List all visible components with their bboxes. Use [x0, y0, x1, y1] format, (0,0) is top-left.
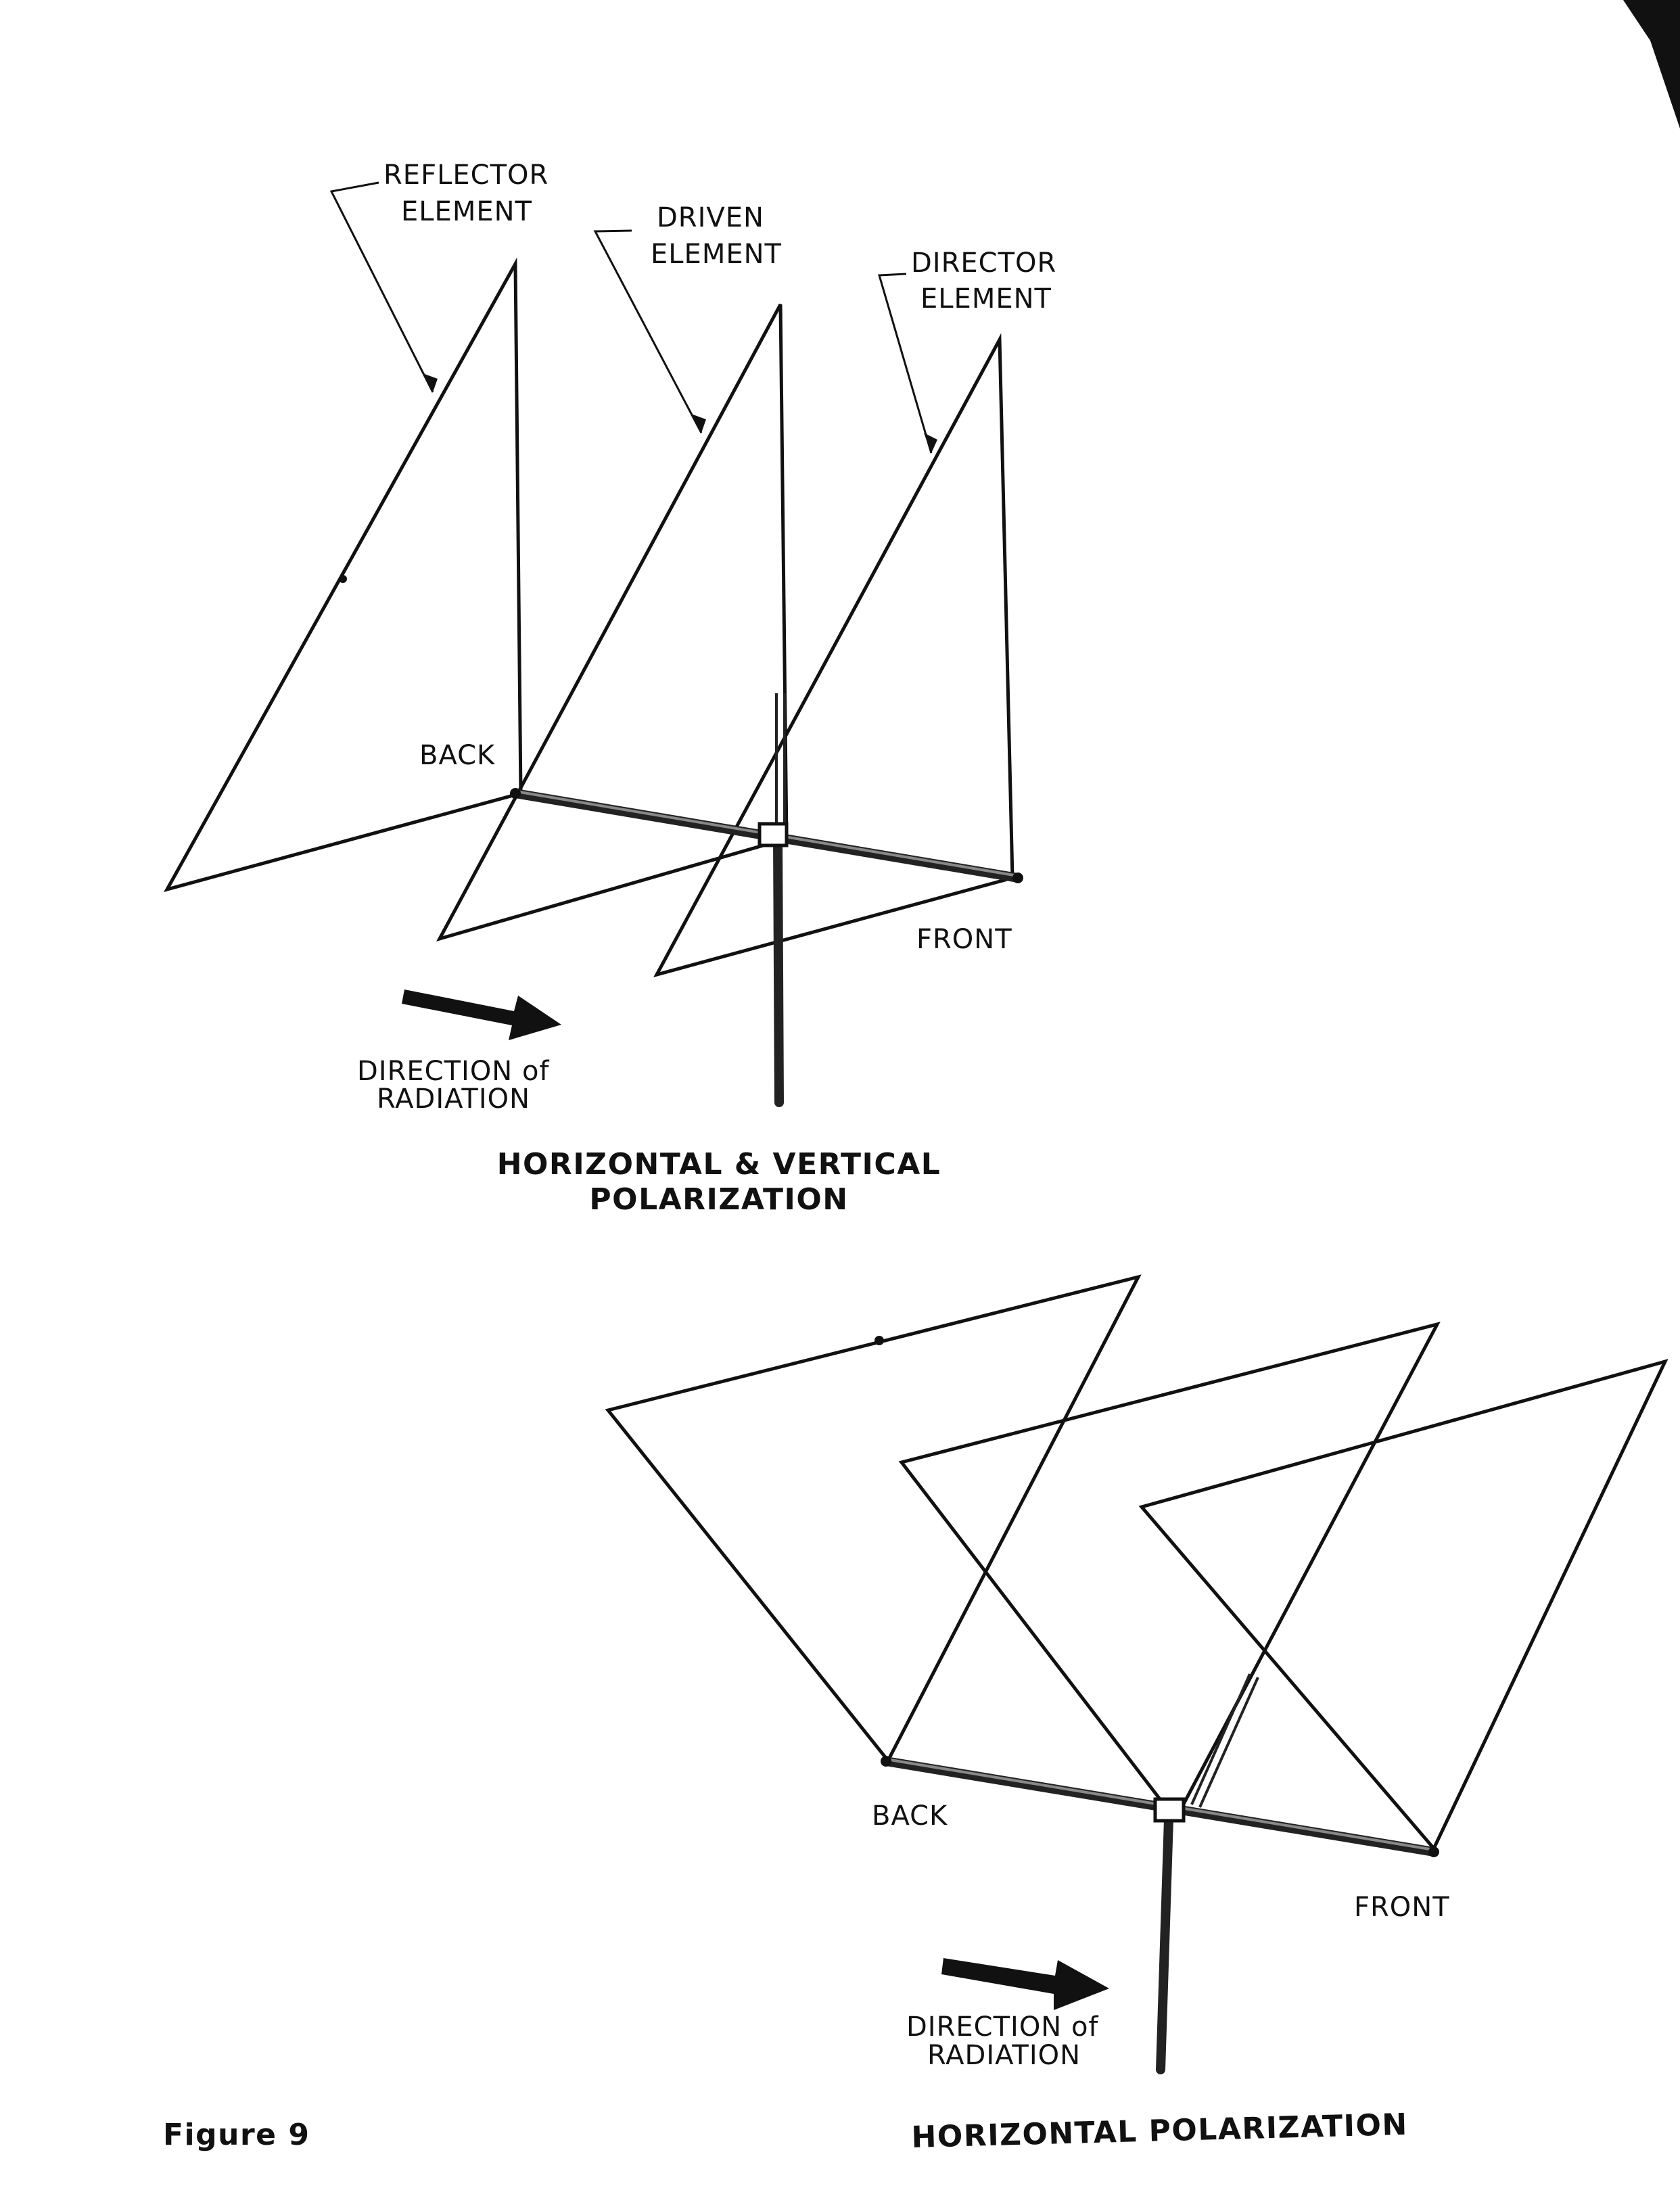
director-label-line1: DIRECTOR — [911, 248, 1056, 279]
figure-label: Figure 9 — [163, 2118, 310, 2152]
top-mast — [773, 834, 784, 1107]
top-caption-line2: POLARIZATION — [589, 1182, 848, 1217]
driven-label-line2: ELEMENT — [651, 239, 782, 270]
reflector-insulator-bottom — [874, 1336, 884, 1345]
direction-arrow-bottom — [941, 1958, 1109, 2010]
top-diagram: REFLECTOR ELEMENT DRIVEN ELEMENT DIRECTO… — [163, 160, 1056, 1217]
direction-label-top-line1: DIRECTION of — [357, 1056, 550, 1087]
director-label-line2: ELEMENT — [920, 283, 1052, 315]
back-label-bottom: BACK — [872, 1800, 948, 1832]
bottom-feed-stub — [1190, 1673, 1251, 1805]
direction-label-bottom-line2: RADIATION — [927, 2040, 1081, 2071]
front-label-bottom: FRONT — [1354, 1892, 1450, 1923]
top-boom-mast-bracket — [757, 822, 789, 847]
reflector-leader — [329, 181, 434, 393]
front-label-top: FRONT — [916, 924, 1012, 955]
bottom-caption: HORIZONTAL POLARIZATION — [911, 2108, 1408, 2155]
director-loop-bottom — [1138, 1359, 1669, 1852]
driven-leader — [593, 229, 703, 434]
reflector-label-line2: ELEMENT — [401, 196, 532, 227]
bottom-diagram: BACK FRONT DIRECTION of RADIATION HORIZO… — [605, 1274, 1669, 2155]
director-element-loop — [653, 333, 1014, 977]
back-label-top: BACK — [419, 740, 496, 771]
top-caption-line1: HORIZONTAL & VERTICAL — [497, 1147, 941, 1182]
director-leader — [878, 273, 933, 454]
driven-label-line1: DRIVEN — [657, 202, 764, 233]
bottom-boom-mast-bracket — [1153, 1797, 1186, 1823]
driven-loop-bottom — [898, 1322, 1441, 1823]
direction-label-top-line2: RADIATION — [377, 1084, 530, 1115]
reflector-label-line1: REFLECTOR — [383, 160, 549, 191]
reflector-insulator — [339, 575, 347, 583]
driven-element-loop — [436, 303, 789, 942]
reflector-loop-bottom — [605, 1274, 1142, 1764]
direction-arrow-top — [402, 990, 561, 1040]
direction-label-bottom-line1: DIRECTION of — [906, 2011, 1099, 2043]
bottom-mast — [1156, 1815, 1173, 2074]
scan-corner-artifact — [1623, 0, 1680, 129]
